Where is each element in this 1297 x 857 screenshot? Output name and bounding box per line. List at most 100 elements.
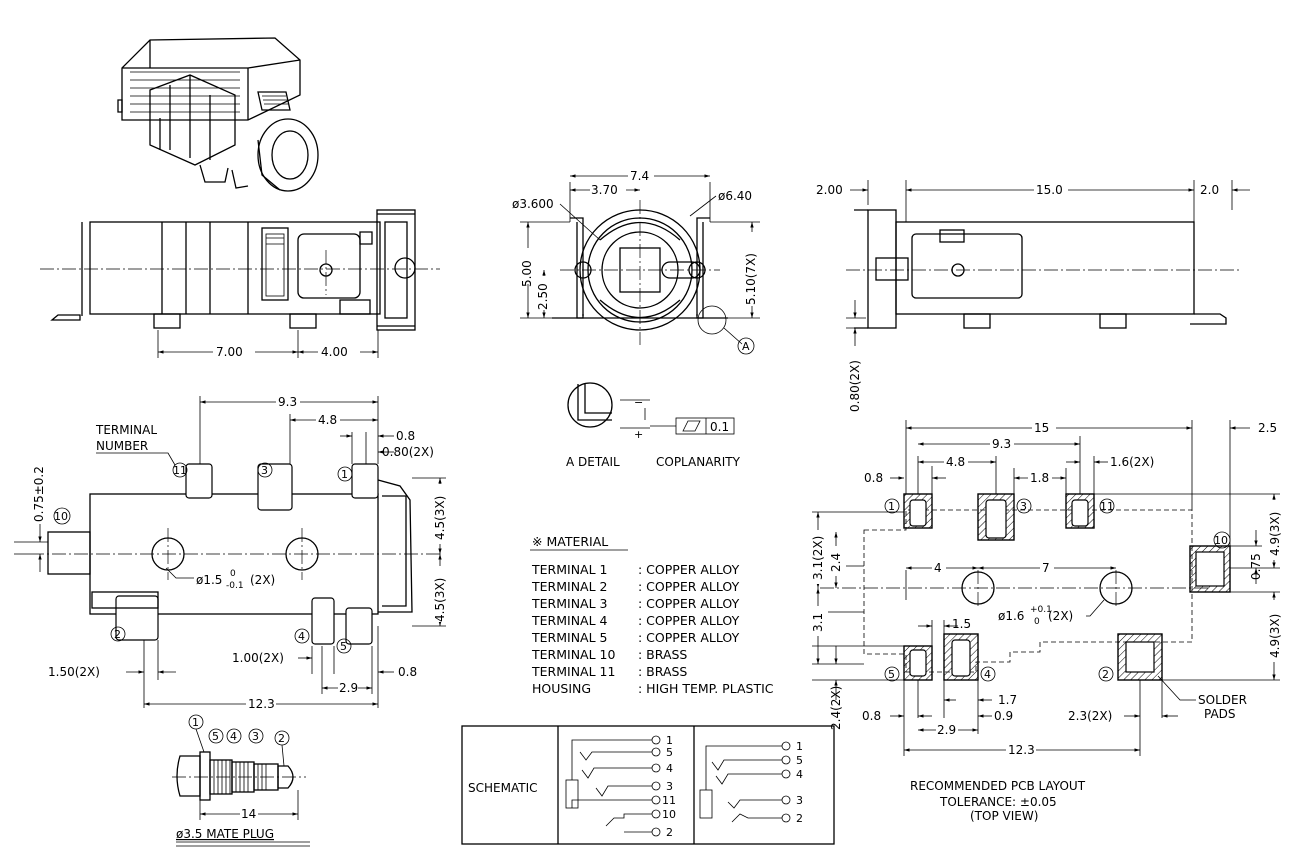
pcb-dim-0-9: 0.9 — [994, 709, 1013, 723]
top-view: TERMINAL NUMBER 11 3 1 10 2 4 5 9.3 4.8 … — [14, 394, 450, 711]
dim-5-00: 5.00 — [520, 260, 534, 287]
plug-num-2: 2 — [278, 732, 285, 745]
dim-12-3-top: 12.3 — [248, 697, 275, 711]
pcb-dim-1-6-2x: 1.6(2X) — [1110, 455, 1154, 469]
material-row-name: TERMINAL 10 — [531, 647, 615, 662]
pcb-dim-2-3-2x: 2.3(2X) — [1068, 709, 1112, 723]
material-row-name: TERMINAL 11 — [531, 664, 615, 679]
plug-caption: ø3.5 MATE PLUG — [176, 827, 274, 841]
pcb-caption-2: TOLERANCE: ±0.05 — [939, 795, 1057, 809]
dim-9-3: 9.3 — [278, 395, 297, 409]
material-row-value: : HIGH TEMP. PLASTIC — [638, 681, 774, 696]
material-row-value: : COPPER ALLOY — [638, 562, 740, 577]
terminal-5: 5 — [340, 640, 347, 653]
plug-num-3: 3 — [252, 730, 259, 743]
pcb-dim-0-8-top: 0.8 — [864, 471, 883, 485]
terminal-11: 11 — [173, 464, 187, 477]
schematic-left-pin: 5 — [666, 746, 673, 759]
plug-length: 14 — [241, 807, 256, 821]
dim-0-8-top: 0.8 — [396, 429, 415, 443]
dim-5-10-7x: 5.10(7X) — [744, 253, 758, 305]
pad-3: 3 — [1020, 500, 1027, 513]
pcb-dim-0-8-bottom: 0.8 — [862, 709, 881, 723]
dim-7-00: 7.00 — [216, 345, 243, 359]
dim-4-5-bottom: 4.5(3X) — [433, 578, 447, 622]
schematic: SCHEMATIC 1 5 4 3 11 10 2 1 5 — [461, 725, 835, 845]
pcb-dim-3-1: 3.1 — [811, 613, 825, 632]
pcb-dim-9-3: 9.3 — [992, 437, 1011, 451]
front-view: A 7.4 3.70 ø3.600 ø6.40 5.00 2.50 5.10(7… — [512, 168, 762, 355]
terminal-label-1: TERMINAL — [95, 423, 157, 437]
terminal-4: 4 — [298, 630, 305, 643]
coplanarity-tol: 0.1 — [710, 420, 729, 434]
schematic-left-pin: 10 — [662, 808, 676, 821]
material-row-name: TERMINAL 1 — [531, 562, 607, 577]
pcb-layout: 1 3 11 10 5 4 2 15 2.5 9.3 4.8 0.8 1.8 — [808, 420, 1284, 823]
material-table: ※ MATERIAL TERMINAL 1 : COPPER ALLOY TER… — [530, 534, 774, 696]
terminal-10: 10 — [54, 510, 68, 523]
pcb-dim-0-75: 0.75 — [1249, 553, 1263, 580]
pad-10: 10 — [1214, 534, 1228, 547]
terminal-label-2: NUMBER — [96, 439, 148, 453]
dim-7-4: 7.4 — [630, 169, 649, 183]
dim-0-80-2x: 0.80(2X) — [848, 360, 862, 412]
detail-caption: A DETAIL — [566, 455, 620, 469]
hole-count: (2X) — [250, 573, 275, 587]
mate-plug: 1 5 4 3 2 14 ø3.5 MATE PLUG — [172, 714, 310, 847]
pcb-hole-tol-top: +0.1 — [1030, 605, 1052, 615]
dim-15-0: 15.0 — [1036, 183, 1063, 197]
terminal-2: 2 — [114, 628, 121, 641]
pcb-dim-1-8: 1.8 — [1030, 471, 1049, 485]
pcb-dim-2-4-2x: 2.4(2X) — [829, 686, 843, 730]
pcb-dim-7: 7 — [1042, 561, 1050, 575]
dim-0-80-2x-top: 0.80(2X) — [382, 445, 434, 459]
schematic-right-pin: 3 — [796, 794, 803, 807]
pad-4: 4 — [984, 668, 991, 681]
dim-2-9-top: 2.9 — [339, 681, 358, 695]
pcb-dim-2-9: 2.9 — [937, 723, 956, 737]
pcb-caption-3: (TOP VIEW) — [970, 809, 1038, 823]
hole-tol-top: 0 — [230, 569, 236, 579]
pcb-hole-tol-bottom: 0 — [1034, 617, 1040, 627]
pcb-hole-count: (2X) — [1048, 609, 1073, 623]
solder-pads-label-2: PADS — [1204, 707, 1236, 721]
detail-a: − + 0.1 A DETAIL COPLANARITY — [566, 382, 741, 469]
dim-0-75: 0.75±0.2 — [32, 466, 46, 522]
isometric-view — [117, 37, 319, 192]
coplanarity-caption: COPLANARITY — [656, 455, 741, 469]
material-row-name: TERMINAL 2 — [531, 579, 607, 594]
dim-0-8-right: 0.8 — [398, 665, 417, 679]
schematic-right-pin: 1 — [796, 740, 803, 753]
detail-ref-a: A — [742, 340, 750, 353]
schematic-right-pin: 2 — [796, 812, 803, 825]
detail-minus: − — [634, 396, 643, 409]
dim-2-50: 2.50 — [536, 283, 550, 310]
pcb-caption-1: RECOMMENDED PCB LAYOUT — [910, 779, 1086, 793]
pad-11: 11 — [1100, 500, 1114, 513]
solder-pads-label-1: SOLDER — [1198, 693, 1247, 707]
schematic-left-pin: 11 — [662, 794, 676, 807]
plug-num-1: 1 — [192, 716, 199, 729]
material-row-value: : BRASS — [638, 647, 687, 662]
side-view: 7.00 4.00 — [40, 209, 440, 359]
right-side-view: 2.00 15.0 2.0 0.80(2X) — [816, 180, 1250, 412]
pcb-hole-dia: ø1.6 — [998, 609, 1024, 623]
material-row-value: : COPPER ALLOY — [638, 613, 740, 628]
pcb-dim-12-3: 12.3 — [1008, 743, 1035, 757]
dim-4-8: 4.8 — [318, 413, 337, 427]
plug-num-5: 5 — [212, 730, 219, 743]
schematic-label: SCHEMATIC — [468, 781, 537, 795]
pad-5: 5 — [888, 668, 895, 681]
pad-1: 1 — [888, 500, 895, 513]
pcb-dim-1-7: 1.7 — [998, 693, 1017, 707]
terminal-3: 3 — [261, 464, 268, 477]
material-row-name: HOUSING — [532, 681, 591, 696]
hole-tol-bottom: -0.1 — [226, 581, 244, 591]
dim-4-5-top: 4.5(3X) — [433, 496, 447, 540]
material-row-name: TERMINAL 4 — [531, 613, 608, 628]
material-row-name: TERMINAL 5 — [531, 630, 607, 645]
pcb-dim-3-1-2x: 3.1(2X) — [811, 536, 825, 580]
material-title: ※ MATERIAL — [532, 534, 608, 549]
pad-2: 2 — [1102, 668, 1109, 681]
schematic-left-pin: 1 — [666, 734, 673, 747]
